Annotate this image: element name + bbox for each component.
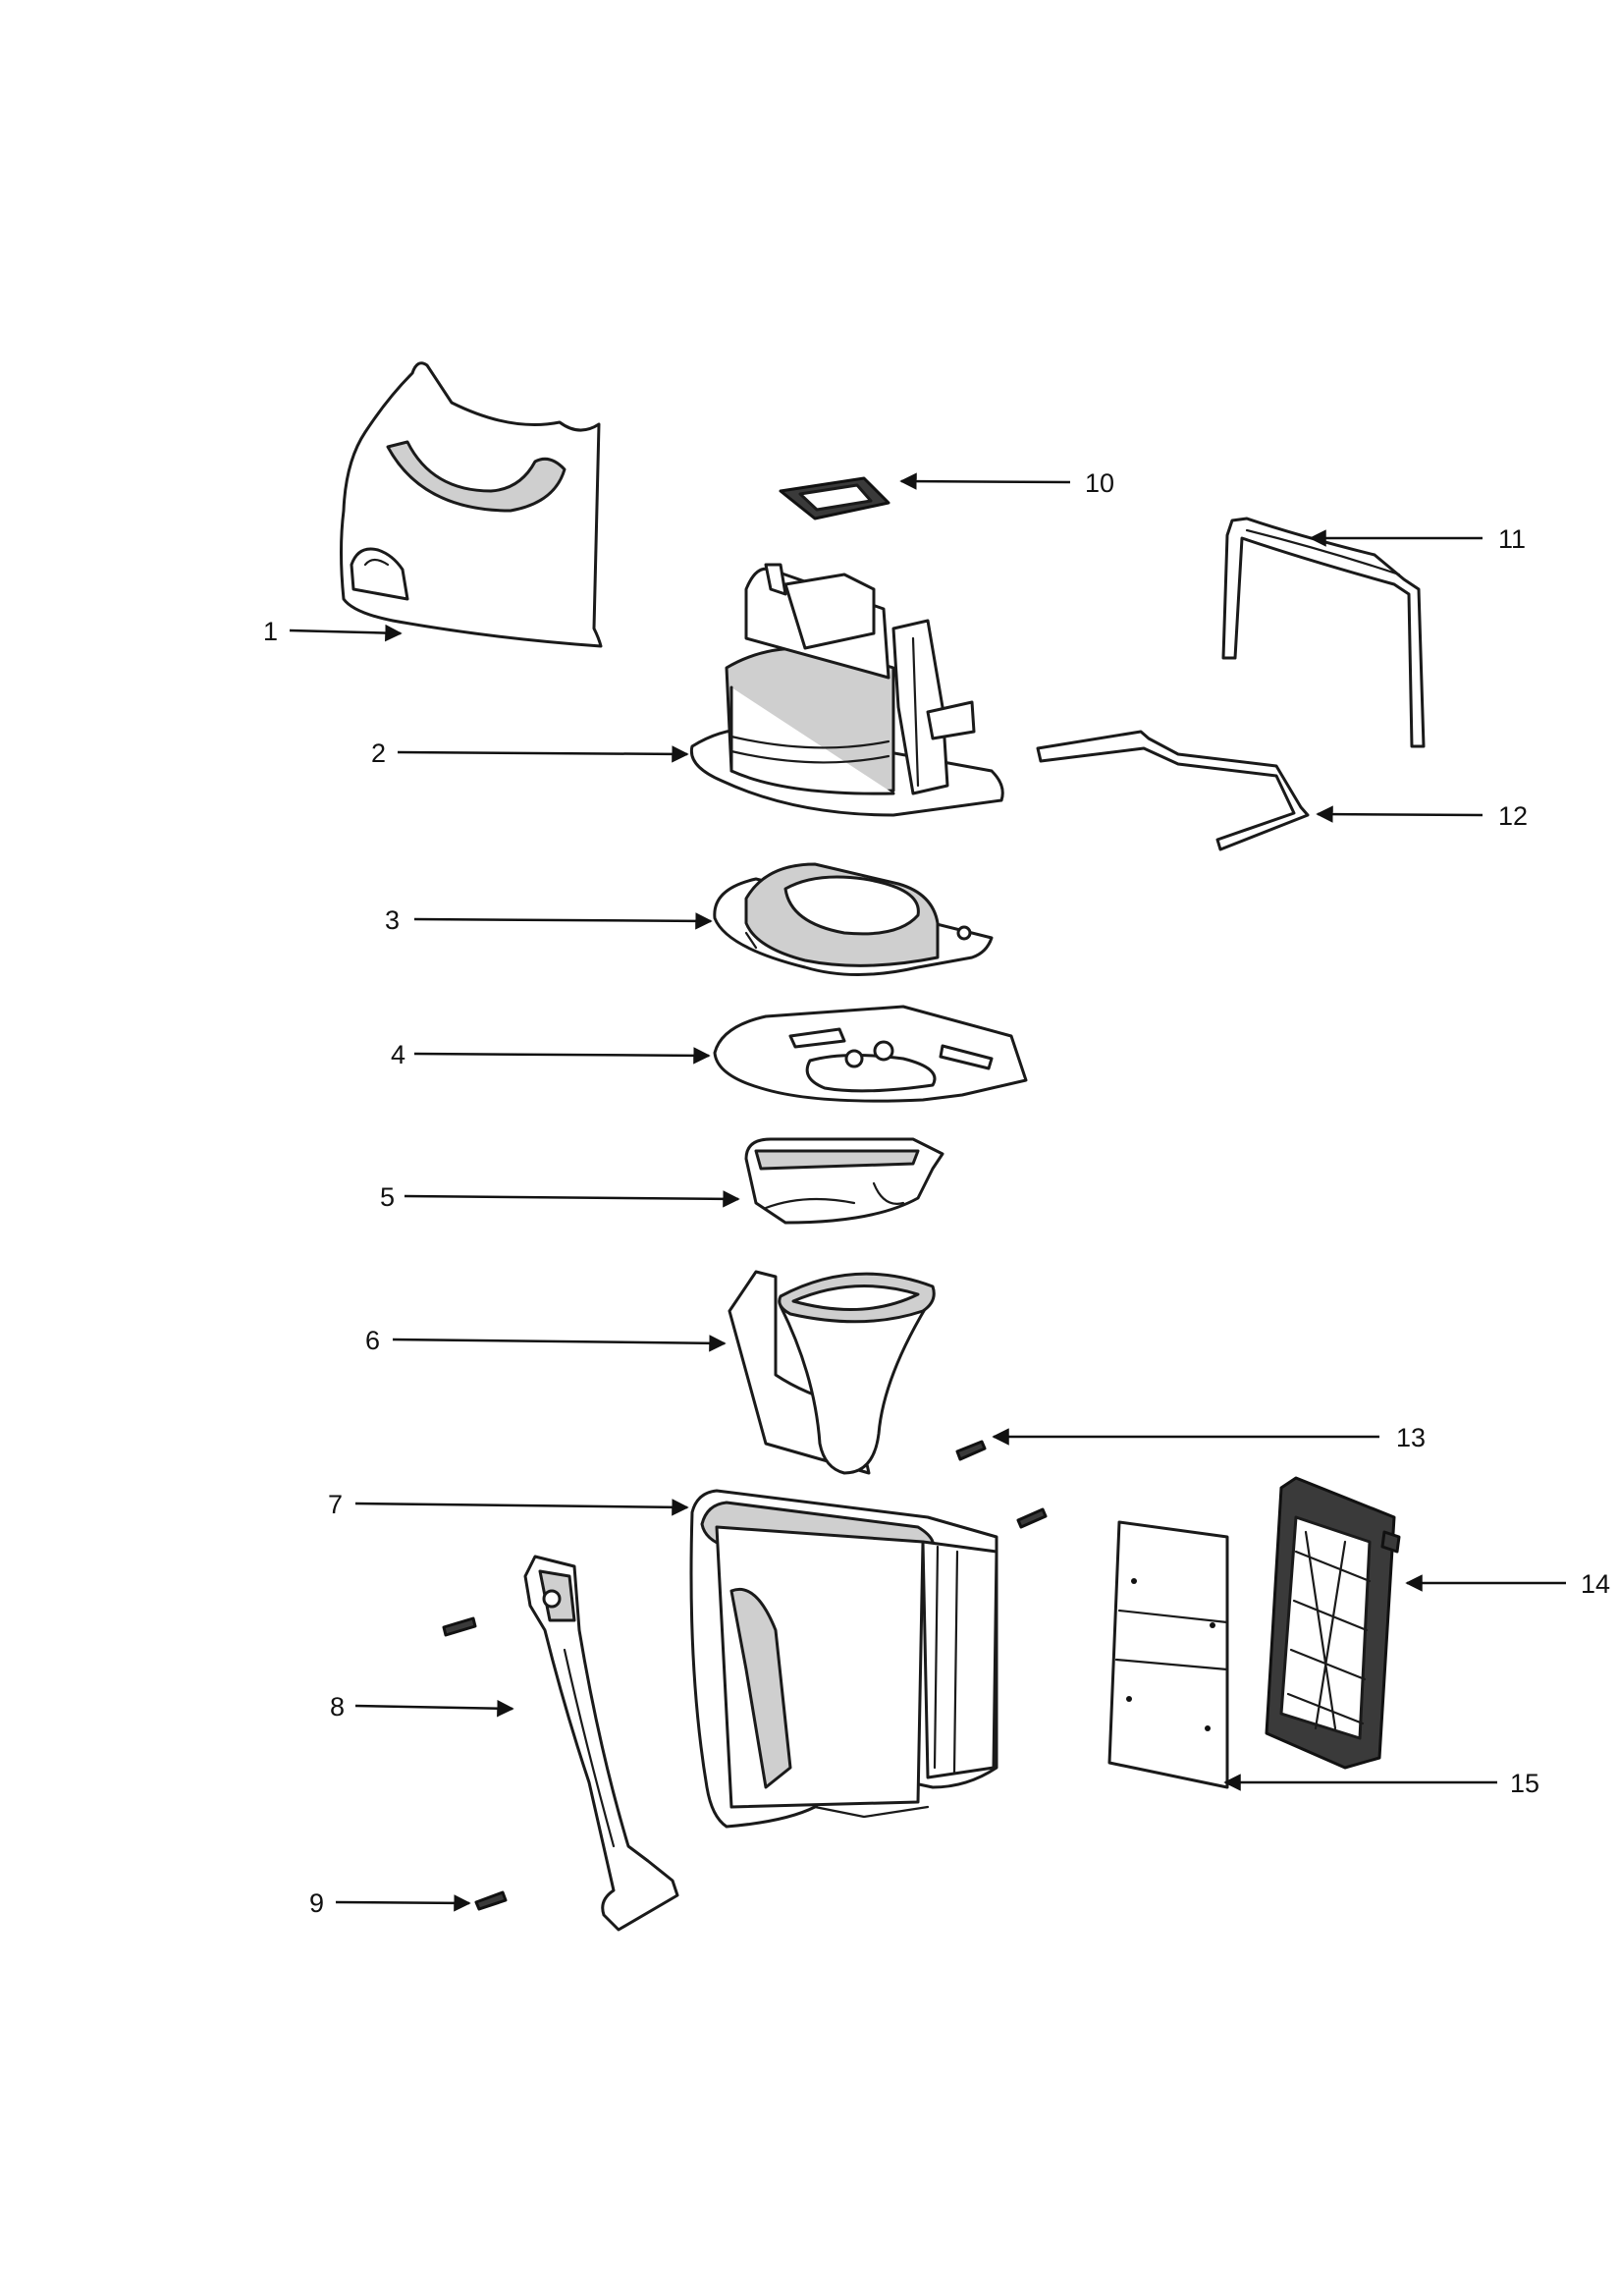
leader-7 <box>354 1499 689 1516</box>
callout-12: 12 <box>1498 801 1528 831</box>
leader-lines <box>289 472 1566 1912</box>
screw-near-handle <box>442 1616 477 1637</box>
leader-3 <box>413 912 713 930</box>
part-4-flat-plate <box>713 1005 1028 1103</box>
part-9-screw <box>474 1890 508 1911</box>
callout-11: 11 <box>1498 524 1526 554</box>
leader-9 <box>335 1894 471 1912</box>
part-13-screw-b <box>1016 1507 1048 1529</box>
callout-10: 10 <box>1085 468 1114 498</box>
callout-4: 4 <box>391 1040 405 1069</box>
part-14-grille <box>1265 1476 1401 1770</box>
part-5-basket-holder <box>744 1137 944 1225</box>
callout-6: 6 <box>365 1326 380 1355</box>
callout-2: 2 <box>371 738 386 768</box>
part-3-plate-assembly <box>713 862 994 976</box>
callout-3: 3 <box>385 905 400 935</box>
callout-8: 8 <box>330 1692 345 1722</box>
part-1-top-cover <box>340 361 603 648</box>
part-6-filter-cone <box>728 1270 936 1475</box>
part-15-panel <box>1107 1520 1229 1789</box>
leader-4 <box>413 1047 711 1065</box>
part-7-carafe-body <box>689 1489 998 1829</box>
callout-5: 5 <box>380 1182 395 1212</box>
part-11-wire-frame <box>1221 517 1426 748</box>
leader-2 <box>397 745 689 763</box>
callout-14: 14 <box>1581 1569 1610 1599</box>
part-2-main-housing <box>689 563 1004 817</box>
callout-7: 7 <box>328 1490 343 1519</box>
callout-1: 1 <box>263 617 278 646</box>
part-10-gasket <box>779 476 890 520</box>
callout-9: 9 <box>309 1888 324 1918</box>
callout-13: 13 <box>1396 1423 1426 1452</box>
leader-1 <box>289 624 403 642</box>
leader-10 <box>899 472 1071 490</box>
callout-labels: 1 2 3 4 5 6 7 8 9 10 11 12 13 14 15 <box>263 468 1610 1918</box>
leader-6 <box>392 1335 727 1352</box>
part-12-wire-rod <box>1036 730 1310 851</box>
callout-15: 15 <box>1510 1769 1539 1798</box>
part-13-screw <box>955 1440 987 1461</box>
leader-12 <box>1316 805 1483 823</box>
part-8-handle <box>523 1555 679 1932</box>
leader-8 <box>354 1699 514 1718</box>
leader-5 <box>404 1190 740 1208</box>
